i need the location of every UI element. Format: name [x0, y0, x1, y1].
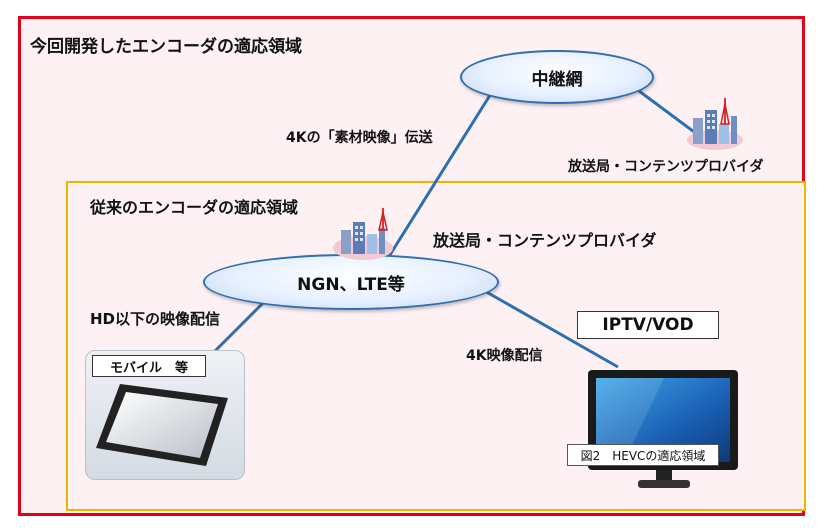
figure-caption: 図2 HEVCの適応領域 [567, 444, 719, 466]
relay-network-node: 中継網 [460, 50, 654, 104]
tablet-icon [96, 384, 228, 466]
link-ngn-to-tv [482, 288, 619, 369]
broadcaster-top-label: 放送局・コンテンツプロバイダ [568, 159, 764, 175]
television-icon [588, 370, 738, 488]
mobile-label: モバイル 等 [92, 355, 206, 377]
inner-area-title: 従来のエンコーダの適応領域 [90, 198, 299, 217]
broadcast-building-icon [333, 208, 393, 260]
broadcaster-inner-label: 放送局・コンテンツプロバイダ [433, 231, 657, 250]
outer-area-title: 今回開発したエンコーダの適応領域 [30, 37, 302, 57]
broadcast-building-icon [687, 98, 743, 150]
ngn-lte-node: NGN、LTE等 [203, 254, 499, 310]
link-relay-to-ngn [386, 91, 494, 259]
raw-4k-transmission-label: 4Kの「素材映像」伝送 [286, 130, 433, 146]
iptv-vod-label: IPTV/VOD [577, 311, 719, 339]
delivery-4k-label: 4K映像配信 [466, 348, 543, 364]
hd-delivery-label: HD以下の映像配信 [90, 310, 221, 328]
ngn-lte-label: NGN、LTE等 [297, 274, 405, 295]
relay-network-label: 中継網 [531, 69, 583, 90]
